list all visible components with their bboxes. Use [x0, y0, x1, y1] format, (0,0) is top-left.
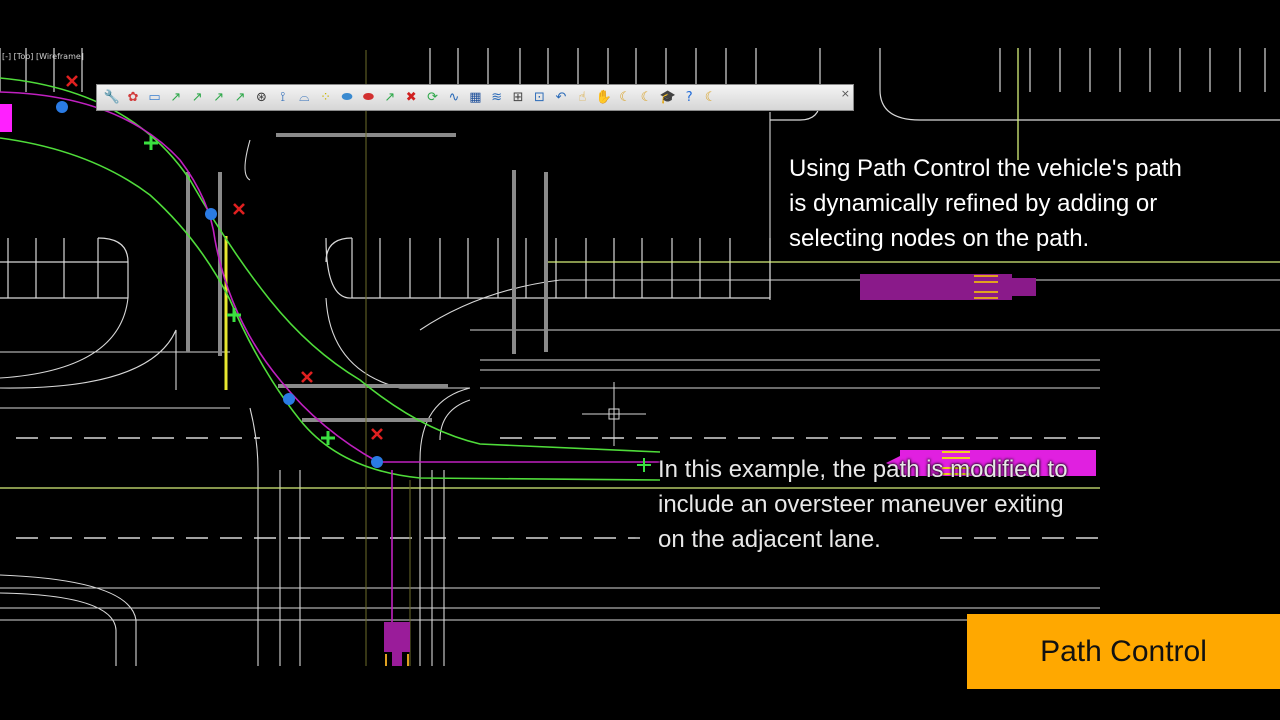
path-tool-icon[interactable]: ↗: [234, 90, 246, 105]
lane-edges: [0, 48, 1280, 489]
path-nodes-deleted[interactable]: [66, 75, 383, 440]
vehicle-delete-icon[interactable]: ⬬: [362, 90, 374, 105]
vehicle-right-upper: [860, 274, 1036, 300]
settings-icon[interactable]: ⊞: [512, 90, 524, 105]
toolbar-close-icon[interactable]: ×: [840, 87, 850, 100]
hand-icon[interactable]: ☝: [578, 90, 587, 105]
vehicle-add-icon[interactable]: ⬬: [341, 90, 353, 105]
caption-secondary-line: include an oversteer maneuver exiting: [658, 491, 1064, 518]
envelope-icon[interactable]: ⌓: [299, 90, 310, 105]
clearance-icon[interactable]: ⟟: [280, 90, 286, 105]
moon-alt-icon[interactable]: ☾: [640, 90, 653, 105]
wrench-icon[interactable]: 🔧: [103, 90, 120, 105]
path-envelope: [0, 77, 661, 481]
report-icon[interactable]: ⊡: [534, 90, 545, 105]
animation-icon[interactable]: ▦: [469, 90, 482, 105]
caption-primary-line: Using Path Control the vehicle's path: [789, 155, 1182, 182]
help-icon[interactable]: ?: [685, 90, 693, 105]
palette-icon[interactable]: ✿: [127, 90, 139, 105]
vehicle-right-lower: [886, 450, 1096, 476]
steering-wheel-icon[interactable]: ⊛: [255, 90, 267, 105]
vehicle-bottom: [384, 622, 410, 666]
path-add-icon[interactable]: ↗: [170, 90, 182, 105]
vehicle-left: [0, 104, 12, 132]
viewport-label[interactable]: [-] [Top] [Wireframe]: [2, 52, 84, 61]
path-node-icon[interactable]: ↗: [213, 90, 225, 105]
caption-secondary-line: on the adjacent lane.: [658, 526, 881, 553]
moon-icon[interactable]: ☾: [619, 90, 631, 105]
turn-icon[interactable]: ↶: [555, 90, 567, 105]
crosshair-cursor: [582, 382, 646, 446]
caption-primary-line: selecting nodes on the path.: [789, 225, 1090, 252]
graduation-cap-icon[interactable]: 🎓: [659, 90, 676, 105]
title-badge: Path Control: [967, 614, 1280, 689]
caption-primary: Using Path Control the vehicle's path is…: [789, 151, 1182, 256]
parking-stalls-middle: [0, 237, 771, 299]
trajectory-icon[interactable]: ∿: [448, 90, 460, 105]
crescent-icon[interactable]: ☾: [704, 90, 717, 105]
path-nodes-selected[interactable]: [56, 101, 383, 468]
caption-secondary: In this example, the path is modified to…: [658, 452, 1068, 557]
vehicle-path: [0, 91, 660, 630]
vehicle-icon[interactable]: ▭: [148, 90, 161, 105]
path-delete-icon[interactable]: ✖: [405, 90, 417, 105]
path-edit-icon[interactable]: ↗: [191, 90, 203, 105]
title-badge-text: Path Control: [1040, 634, 1207, 668]
node-select-icon[interactable]: ⁘: [320, 90, 332, 105]
caption-primary-line: is dynamically refined by adding or: [789, 190, 1158, 217]
lane-dashes: [16, 437, 1100, 539]
road-geometry: [0, 112, 1280, 666]
hand-point-icon[interactable]: ✋: [595, 90, 612, 105]
toolbar: 🔧 ✿ ▭ ↗ ↗ ↗ ↗ ⊛ ⟟ ⌓ ⁘ ⬬ ⬬ ↗ ✖ ⟳ ∿ ▦ ≋ ⊞ ⊡ ↶ ☝ ✋ ☾ ☾ 🎓? ☾ ×: [96, 84, 854, 111]
parking-stalls-top-left: [0, 48, 757, 92]
caption-secondary-line: In this example, the path is modified to: [658, 456, 1068, 483]
swept-path-icon[interactable]: ≋: [491, 90, 503, 105]
path-nodes-added[interactable]: [144, 136, 651, 472]
refresh-icon[interactable]: ⟳: [427, 90, 438, 105]
path-extend-icon[interactable]: ↗: [384, 90, 396, 105]
